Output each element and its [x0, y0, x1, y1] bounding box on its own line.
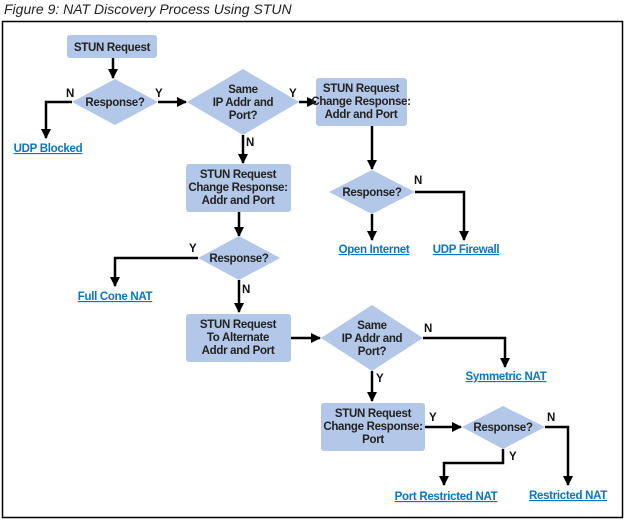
result-open-internet[interactable]: Open Internet	[339, 244, 411, 256]
svg-text:Port: Port	[362, 434, 384, 446]
svg-text:IP Addr and: IP Addr and	[213, 97, 274, 109]
node-change-addr-port-mid: STUN Request Change Response: Addr and P…	[186, 164, 291, 212]
yes-label: Y	[155, 88, 163, 100]
svg-text:Response?: Response?	[342, 187, 402, 199]
svg-text:Port?: Port?	[358, 346, 387, 358]
yes-label: Y	[189, 243, 197, 255]
figure-frame	[1, 20, 624, 519]
svg-text:Response?: Response?	[85, 97, 145, 109]
decision-response-3: Response?	[198, 236, 280, 280]
connectors	[41, 58, 573, 486]
result-restricted-nat[interactable]: Restricted NAT	[529, 490, 608, 502]
svg-text:To Alternate: To Alternate	[207, 332, 269, 344]
node-alternate: STUN Request To Alternate Addr and Port	[186, 314, 291, 362]
svg-text:STUN Request: STUN Request	[200, 169, 277, 181]
node-start: STUN Request	[67, 35, 157, 58]
no-label: N	[414, 175, 422, 187]
svg-text:Change Response:: Change Response:	[188, 182, 287, 194]
figure-title: Figure 9: NAT Discovery Process Using ST…	[4, 1, 292, 17]
svg-text:STUN Request: STUN Request	[200, 319, 277, 331]
decision-same-ip-2: Same IP Addr and Port?	[321, 305, 423, 371]
svg-text:Addr and Port: Addr and Port	[202, 345, 275, 357]
svg-text:Response?: Response?	[209, 253, 269, 265]
result-port-restricted-nat[interactable]: Port Restricted NAT	[395, 491, 498, 503]
svg-text:STUN Request: STUN Request	[323, 83, 400, 95]
yes-label: Y	[289, 88, 297, 100]
result-full-cone-nat[interactable]: Full Cone NAT	[78, 291, 153, 303]
node-change-addr-port-right: STUN Request Change Response: Addr and P…	[311, 78, 411, 126]
decision-response-2: Response?	[329, 170, 415, 214]
no-label: N	[246, 137, 254, 149]
svg-text:Addr and Port: Addr and Port	[325, 109, 398, 121]
svg-text:Same: Same	[228, 84, 258, 96]
svg-text:Same: Same	[357, 320, 387, 332]
svg-text:IP Addr and: IP Addr and	[342, 333, 403, 345]
yes-label: Y	[376, 373, 384, 385]
svg-text:Addr and Port: Addr and Port	[202, 195, 275, 207]
decision-response-1: Response?	[72, 79, 158, 125]
result-udp-firewall[interactable]: UDP Firewall	[433, 244, 500, 256]
no-label: N	[547, 412, 555, 424]
result-symmetric-nat[interactable]: Symmetric NAT	[466, 371, 547, 383]
yes-label: Y	[509, 451, 517, 463]
branch-labels: N Y Y N N Y N N Y Y N Y	[66, 88, 555, 463]
yes-label: Y	[429, 412, 437, 424]
svg-text:Response?: Response?	[473, 422, 533, 434]
no-label: N	[424, 323, 432, 335]
svg-text:Change Response:: Change Response:	[311, 96, 410, 108]
svg-text:Port?: Port?	[229, 110, 258, 122]
decision-response-4: Response?	[462, 406, 545, 449]
decision-same-ip-1: Same IP Addr and Port?	[187, 69, 299, 135]
no-label: N	[242, 284, 250, 296]
svg-text:Change Response:: Change Response:	[323, 421, 422, 433]
svg-text:STUN Request: STUN Request	[335, 408, 412, 420]
svg-text:STUN Request: STUN Request	[74, 42, 151, 54]
no-label: N	[66, 88, 74, 100]
node-change-port: STUN Request Change Response: Port	[321, 403, 425, 451]
result-udp-blocked[interactable]: UDP Blocked	[14, 143, 83, 155]
